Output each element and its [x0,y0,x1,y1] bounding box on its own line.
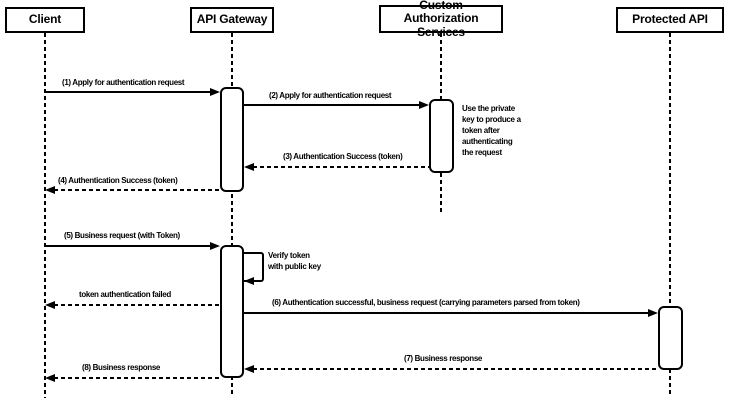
activation-protected-api [658,306,683,370]
message-token-failed-line [54,304,220,306]
message-4-line [54,189,220,191]
message-3-arrowhead [244,163,254,171]
message-6-line [244,312,649,314]
note-private-key: Use the private key to produce a token a… [462,104,521,157]
message-1-label: (1) Apply for authentication request [62,78,185,87]
message-3-line [253,166,429,168]
message-token-failed-arrowhead [45,301,55,309]
message-2-line [244,104,420,106]
message-7-label: (7) Business response [404,354,483,363]
actor-custom-authorization-services: Custom Authorization Services [379,0,503,38]
message-3-label: (3) Authentication Success (token) [283,152,403,161]
self-message-loop [244,252,264,282]
actor-protected-api-label: Protected API [632,12,708,27]
message-7-line [253,368,658,370]
message-token-failed-label: token authentication failed [79,290,171,299]
self-message-label: Verify token with public key [268,251,321,271]
actor-custom-authorization-services-label: Custom Authorization Services [403,0,479,39]
lifeline-api-gateway [231,33,233,397]
message-8-arrowhead [45,374,55,382]
message-6-label: (6) Authentication successful, business … [272,298,580,307]
message-5-line [45,245,211,247]
message-2-label: (2) Apply for authentication request [269,91,392,100]
activation-api-gateway-auth [220,87,244,192]
message-5-label: (5) Business request (with Token) [64,231,180,240]
message-2-arrowhead [419,101,429,109]
self-message-arrowhead [244,277,254,285]
message-4-label: (4) Authentication Success (token) [58,176,178,185]
message-1-line [45,91,211,93]
message-7-arrowhead [244,365,254,373]
actor-client: Client [5,7,85,33]
actor-protected-api: Protected API [616,7,724,33]
lifeline-client [44,33,46,398]
message-1-arrowhead [210,88,220,96]
activation-api-gateway-business [220,245,244,378]
message-8-label: (8) Business response [82,363,161,372]
message-6-arrowhead [648,309,658,317]
actor-api-gateway: API Gateway [190,7,274,33]
message-5-arrowhead [210,242,220,250]
actor-client-label: Client [28,12,62,27]
activation-custom-authorization-services [429,99,454,173]
message-4-arrowhead [45,186,55,194]
actor-api-gateway-label: API Gateway [196,12,268,27]
lifeline-protected-api [669,33,671,397]
message-8-line [54,377,220,379]
